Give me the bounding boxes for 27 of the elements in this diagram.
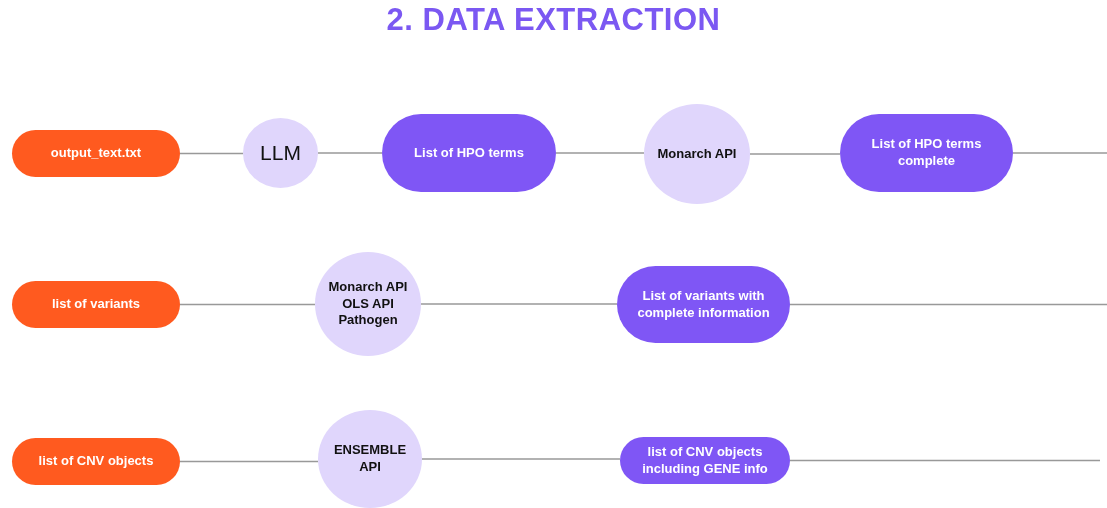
node-label: list of CNV objects	[38, 453, 154, 470]
input-pill	[12, 438, 180, 485]
connector-line	[317, 152, 383, 154]
node-label: List of HPO terms complete	[870, 136, 983, 170]
connector-line	[789, 303, 1107, 306]
node-label: list of CNV objects including GENE info	[641, 443, 769, 478]
connector-line	[421, 458, 621, 460]
title: 2. DATA EXTRACTION	[385, 2, 722, 38]
connector-line	[789, 459, 1101, 462]
connector-line	[1012, 152, 1107, 154]
node-label: list of variants	[51, 296, 141, 313]
connector-line	[749, 153, 841, 155]
connector-line	[420, 303, 618, 305]
node-label: List of variants with complete information	[636, 287, 771, 322]
node-label: ENSEMBLE API	[332, 442, 408, 476]
node-label: Monarch API OLS API Pathogen	[327, 278, 409, 330]
connector-line	[179, 303, 316, 306]
node-label: Monarch API	[657, 145, 737, 163]
node-label: List of HPO terms	[414, 144, 524, 162]
connector-line	[179, 460, 319, 463]
node-label: LLM	[260, 140, 301, 167]
node-label: output_text.txt	[50, 145, 142, 162]
input-pill	[12, 281, 180, 328]
input-pill	[12, 130, 180, 177]
connector-line	[179, 152, 244, 155]
result-pill	[620, 437, 790, 484]
connector-line	[555, 152, 645, 154]
